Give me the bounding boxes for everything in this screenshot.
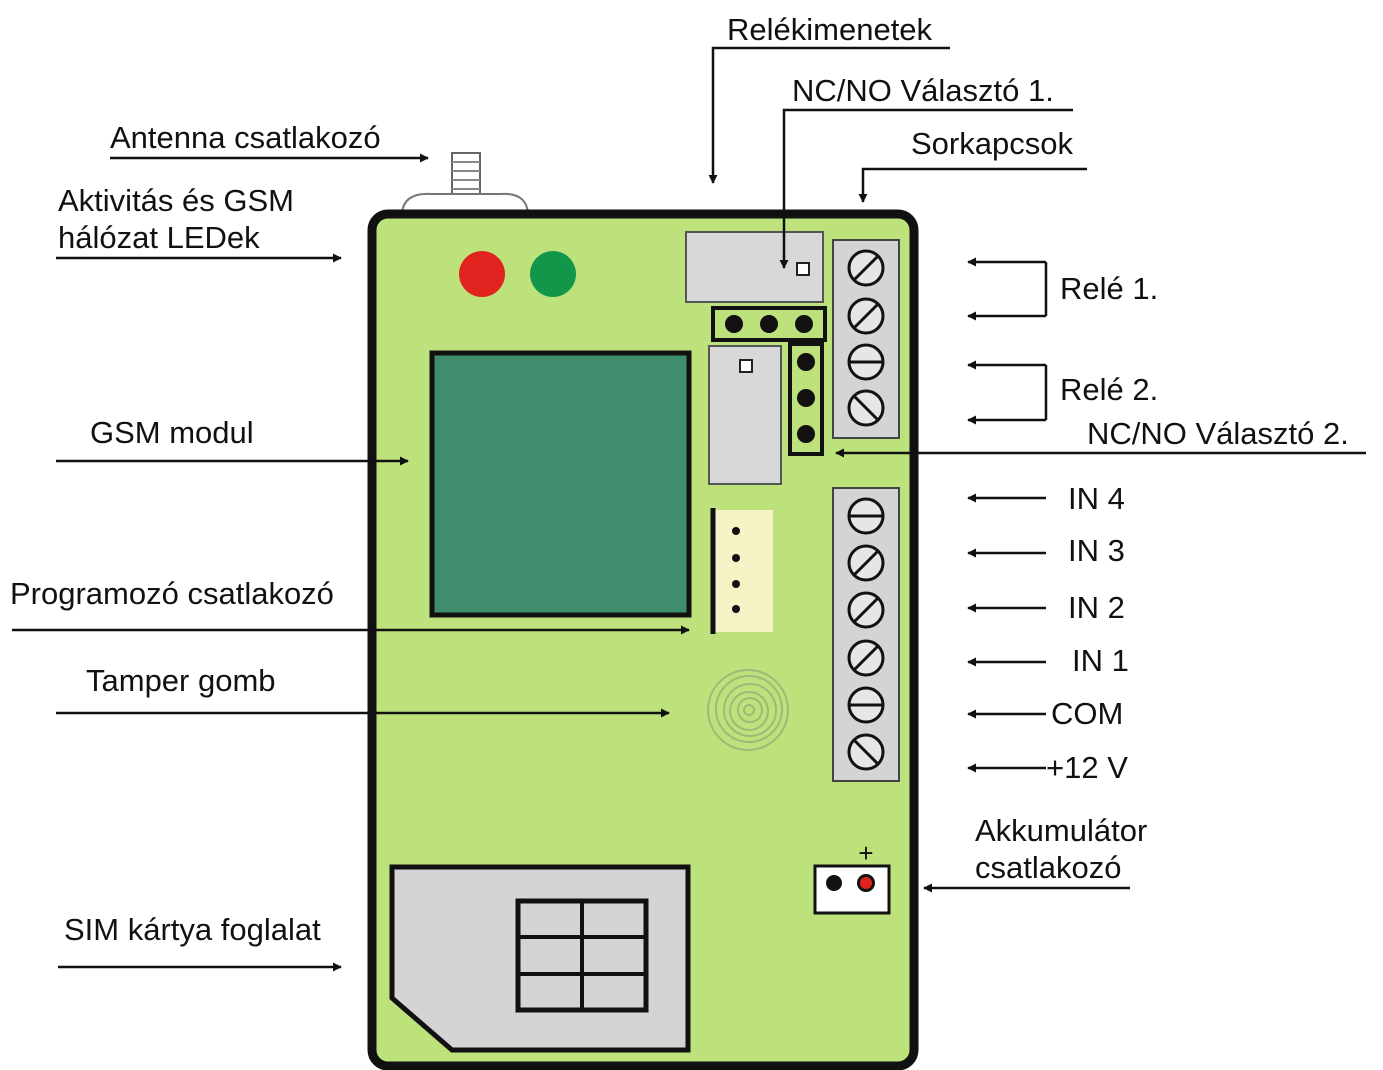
label-terminals: Sorkapcsok bbox=[911, 126, 1073, 161]
slotted-screw-icon bbox=[847, 497, 885, 535]
label-relay-2: Relé 2. bbox=[1060, 372, 1158, 407]
slotted-screw-icon bbox=[847, 733, 885, 771]
label-battery-line2: csatlakozó bbox=[975, 850, 1121, 885]
activity-led bbox=[459, 251, 505, 297]
label-programming-connector: Programozó csatlakozó bbox=[10, 576, 334, 611]
relay-1-component bbox=[685, 231, 824, 303]
battery-plus-mark: + bbox=[858, 838, 873, 868]
gsm-module bbox=[429, 350, 692, 618]
label-sim-holder: SIM kártya foglalat bbox=[64, 912, 321, 947]
callout-arrows bbox=[12, 46, 1366, 972]
label-antenna-connector: Antenna csatlakozó bbox=[110, 120, 381, 155]
label-gsm-module: GSM modul bbox=[90, 415, 254, 450]
label-in4: IN 4 bbox=[1068, 481, 1125, 516]
tamper-button bbox=[707, 669, 789, 751]
slotted-screw-icon bbox=[847, 639, 885, 677]
slotted-screw-icon bbox=[847, 343, 885, 381]
sim-card-holder bbox=[389, 864, 691, 1053]
slotted-screw-icon bbox=[847, 249, 885, 287]
ncno-jumper-2 bbox=[788, 342, 824, 456]
slotted-screw-icon bbox=[847, 591, 885, 629]
label-in1: IN 1 bbox=[1072, 643, 1129, 678]
slotted-screw-icon bbox=[847, 686, 885, 724]
programming-connector bbox=[710, 508, 773, 634]
label-relay-outputs: Relékimenetek bbox=[727, 12, 933, 47]
label-leds-line1: Aktivitás és GSM bbox=[58, 183, 294, 218]
label-in2: IN 2 bbox=[1068, 590, 1125, 625]
slotted-screw-icon bbox=[847, 389, 885, 427]
slotted-screw-icon bbox=[847, 297, 885, 335]
label-ncno-selector-1: NC/NO Választó 1. bbox=[792, 73, 1054, 108]
battery-connector: + bbox=[813, 838, 891, 915]
gsm-network-led bbox=[530, 251, 576, 297]
antenna-connector bbox=[400, 152, 530, 214]
label-tamper-button: Tamper gomb bbox=[86, 663, 276, 698]
label-relay-1: Relé 1. bbox=[1060, 271, 1158, 306]
slotted-screw-icon bbox=[847, 544, 885, 582]
label-battery-line1: Akkumulátor bbox=[975, 813, 1147, 848]
label-in3: IN 3 bbox=[1068, 533, 1125, 568]
label-com: COM bbox=[1051, 696, 1123, 731]
relay-terminal-block bbox=[832, 239, 900, 439]
label-plus-12v: +12 V bbox=[1046, 750, 1128, 785]
relay-2-component bbox=[708, 345, 782, 485]
label-ncno-selector-2: NC/NO Választó 2. bbox=[1087, 416, 1349, 451]
label-leds-line2: hálózat LEDek bbox=[58, 220, 260, 255]
ncno-jumper-1 bbox=[711, 306, 827, 342]
input-terminal-block bbox=[832, 487, 900, 782]
